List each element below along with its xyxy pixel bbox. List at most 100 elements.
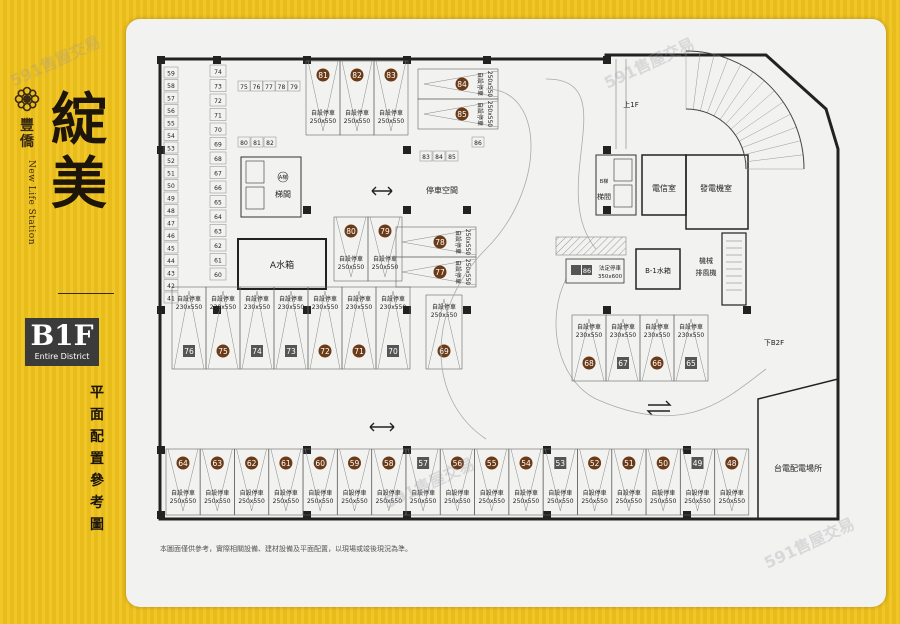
structural-column [403,306,411,314]
stall-label: 自設停車 [577,323,601,331]
small-stall [263,136,277,148]
hatched-area [555,236,627,256]
parking-stall [542,448,578,516]
structural-column [213,56,221,64]
stall-marking [241,290,273,370]
stall-size: 250x550 [376,498,403,505]
small-stall-number: 83 [422,154,430,161]
stall-number: 76 [184,347,194,356]
up-1f-label: 上1F [623,100,638,109]
stall-size: 230x550 [278,304,305,311]
driveway-curve [440,88,532,440]
stall-label: 自設停車 [685,489,709,497]
small-stall-number: 74 [214,69,222,76]
ramp-edge [685,50,805,170]
structural-column [303,206,311,214]
stall-marking [335,216,367,278]
stall-label: 自設停車 [311,109,335,117]
structural-column [157,146,165,154]
stall-size: 250x550 [341,498,368,505]
stall-size: 230x550 [312,304,339,311]
stall-number-circle [384,68,398,82]
ramp-line [713,64,742,116]
stall-number-circle [485,456,499,470]
stall-size: 250x550 [238,498,265,505]
small-stall-number: 60 [214,272,222,279]
small-stall-number: 72 [214,98,222,105]
small-stall-number: 73 [214,84,222,91]
generator-room [685,154,749,230]
stall-label: 法定停車 [599,264,622,272]
stall-size: 250x550 [513,498,540,505]
stall-size: 230x550 [576,332,603,339]
disclaimer-note: 本圖面僅供參考，實際相關設備、建材設備及平面配置，以現場或竣後現況為準。 [160,545,412,553]
small-stall [163,154,179,166]
stall-number-circle [352,344,366,358]
stall-label: 自設停車 [445,489,469,497]
small-stall-number: 65 [214,200,222,207]
stall-number-circle [216,344,230,358]
stall-number: 64 [178,459,188,468]
small-stall-number: 70 [214,127,222,134]
stall-label: 自設停車 [313,295,337,303]
stall-size: 230x550 [210,304,237,311]
stall-number-square [582,265,592,275]
stall-marking [309,290,341,370]
stall-number-square [417,457,430,469]
small-stall [209,166,227,179]
stall-number-circle [582,356,596,370]
stall-marking [369,216,401,278]
stall-label: 自設停車 [617,489,641,497]
stall-label: 自設停車 [211,295,235,303]
small-stall [237,136,251,148]
stall-marking [423,100,499,128]
stall-number-circle [279,456,293,470]
small-stall-number: 61 [214,258,222,265]
small-stall [445,150,459,162]
stall-size: 250x550 [204,498,231,505]
small-stall [163,279,179,291]
stall-size: 250x550 [338,264,365,271]
legal-stall [565,258,625,284]
stall-number: 82 [352,71,362,80]
small-stall [419,150,433,162]
structural-column [683,446,691,454]
stall-size: 230x550 [644,332,671,339]
stall-marking [716,448,748,512]
stall-marking [167,448,199,512]
stall-marking [682,448,713,512]
stairwell-b [595,154,637,216]
small-stall [209,64,227,78]
water-tank-b-label: B-1水箱 [645,266,671,275]
two-way-arrow-icon [369,422,395,432]
structural-column [743,306,751,314]
stall-number: 73 [286,347,296,356]
stall-size: 230x550 [380,304,407,311]
structural-column [603,56,611,64]
stall-number: 56 [453,459,463,468]
stall-number-circle [318,344,332,358]
ramp-edge [685,108,747,170]
ramp-line [744,140,801,155]
stall-label: 自設停車 [240,489,264,497]
stall-marking [427,298,461,370]
structural-column [157,511,165,519]
structural-column [603,306,611,314]
stall-size: 250x550 [378,118,405,125]
small-stall-number: 53 [167,146,175,153]
small-stall [237,80,251,92]
stall-label: 自設停車 [645,323,669,331]
brand-name-en: New Life Station [26,160,36,245]
water-tank-a [237,238,327,290]
stall-number: 52 [590,459,600,468]
structural-column [543,446,551,454]
one-way-arrow-icon [646,400,672,416]
small-stall-number: 63 [214,229,222,236]
stall-size: 250x550 [372,264,399,271]
small-stall-number: 81 [253,140,261,147]
elevator-a [245,160,265,184]
stall-label: 自設停車 [274,489,298,497]
small-stall-number: 66 [214,185,222,192]
stall-marking [510,448,542,512]
sidebar-divider [58,293,114,294]
